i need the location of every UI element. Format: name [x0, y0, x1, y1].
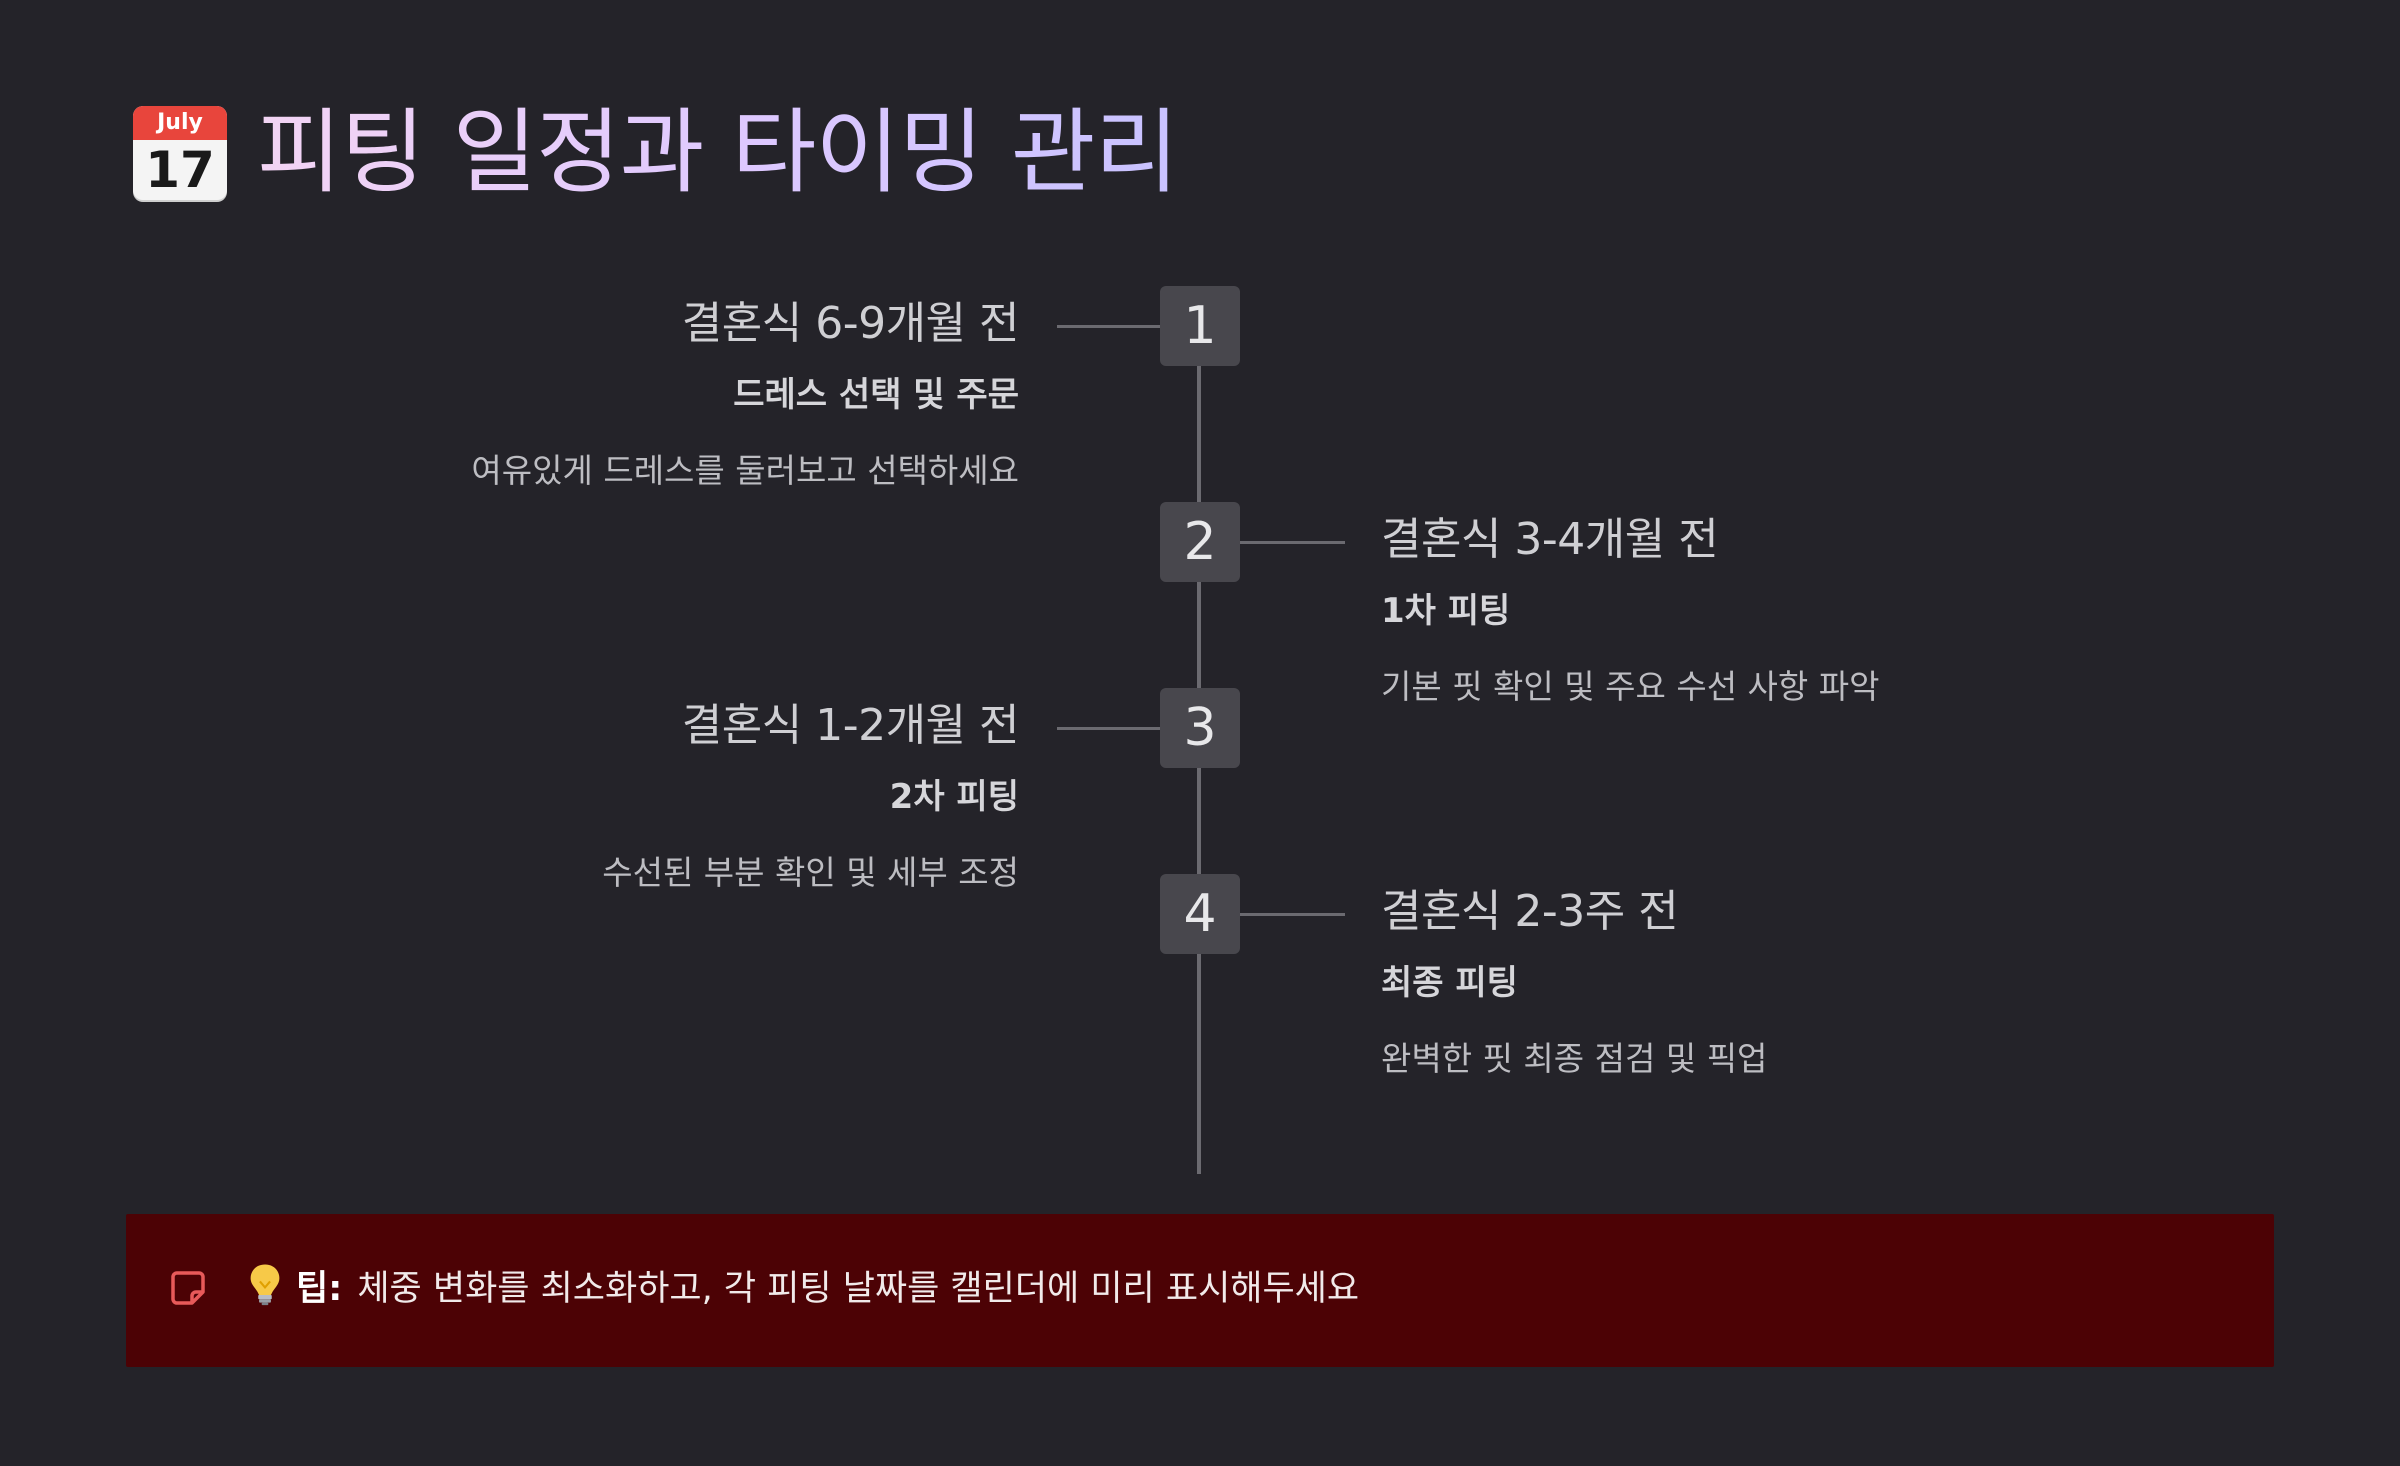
calendar-icon: July 17 — [133, 106, 227, 200]
step-when: 결혼식 3-4개월 전 — [1381, 514, 1719, 565]
connector-step-3 — [1057, 727, 1162, 730]
step-title: 1차 피팅 — [1381, 591, 1511, 631]
lightbulb-icon — [250, 1264, 280, 1306]
step-number-3: 3 — [1160, 688, 1240, 768]
title-row: July 17 피팅 일정과 타이밍 관리 — [133, 98, 1179, 208]
calendar-icon-month: July — [133, 106, 227, 140]
page-title: 피팅 일정과 타이밍 관리 — [257, 99, 1179, 206]
step-when: 결혼식 2-3주 전 — [1381, 886, 1679, 937]
tip-callout: 팁: 체중 변화를 최소화하고, 각 피팅 날짜를 캘린더에 미리 표시해두세요 — [126, 1214, 2274, 1367]
note-icon — [171, 1271, 205, 1305]
connector-step-2 — [1240, 541, 1345, 544]
step-title: 최종 피팅 — [1381, 963, 1518, 1003]
tip-body: 체중 변화를 최소화하고, 각 피팅 날짜를 캘린더에 미리 표시해두세요 — [357, 1269, 1360, 1309]
timeline-entry-2: 결혼식 3-4개월 전 1차 피팅 기본 핏 확인 및 주요 수선 사항 파악 — [1381, 513, 1879, 707]
timeline-entry-4: 결혼식 2-3주 전 최종 피팅 완벽한 핏 최종 점검 및 픽업 — [1381, 885, 1767, 1079]
step-description: 기본 핏 확인 및 주요 수선 사항 파악 — [1381, 667, 1880, 706]
step-number-4: 4 — [1160, 874, 1240, 954]
step-when: 결혼식 6-9개월 전 — [681, 298, 1020, 349]
connector-step-4 — [1240, 913, 1345, 916]
step-description: 수선된 부분 확인 및 세부 조정 — [602, 853, 1019, 892]
step-description: 완벽한 핏 최종 점검 및 픽업 — [1381, 1039, 1768, 1078]
step-title: 2차 피팅 — [889, 777, 1019, 817]
timeline-entry-1: 결혼식 6-9개월 전 드레스 선택 및 주문 여유있게 드레스를 둘러보고 선… — [471, 297, 1019, 491]
step-when: 결혼식 1-2개월 전 — [681, 700, 1020, 751]
calendar-icon-day: 17 — [145, 141, 215, 199]
connector-step-1 — [1057, 325, 1162, 328]
step-number-1: 1 — [1160, 286, 1240, 366]
step-description: 여유있게 드레스를 둘러보고 선택하세요 — [471, 451, 1019, 490]
step-title: 드레스 선택 및 주문 — [733, 375, 1019, 415]
timeline-entry-3: 결혼식 1-2개월 전 2차 피팅 수선된 부분 확인 및 세부 조정 — [602, 699, 1019, 893]
step-number-2: 2 — [1160, 502, 1240, 582]
tip-text: 팁: 체중 변화를 최소화하고, 각 피팅 날짜를 캘린더에 미리 표시해두세요 — [244, 1262, 1359, 1315]
tip-label: 팁: — [296, 1269, 343, 1309]
